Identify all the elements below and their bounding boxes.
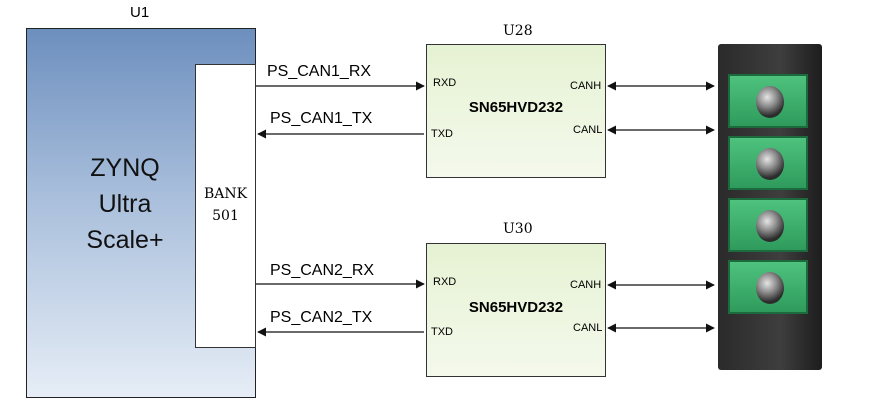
signal-can1-tx-label: PS_CAN1_TX: [270, 110, 373, 127]
u1-ref-label: U1: [130, 4, 150, 21]
terminal-screw-icon: [756, 210, 784, 242]
u28-canh-pin: CANH: [570, 80, 602, 92]
bank-label-line-2: 501: [212, 208, 239, 224]
terminal-screw-icon: [756, 86, 784, 118]
zynq-name-label: ZYNQ Ultra Scale+: [40, 150, 210, 258]
u30-rxd-pin: RXD: [433, 276, 457, 288]
u28-part-number: SN65HVD232: [468, 99, 564, 116]
u28-txd-pin: TXD: [431, 128, 453, 140]
u30-part-number: SN65HVD232: [468, 299, 564, 316]
u28-ref-label: U28: [503, 23, 533, 39]
u28-rxd-pin: RXD: [433, 77, 457, 89]
signal-can2-rx-label: PS_CAN2_RX: [270, 262, 375, 279]
bank-501-box: [195, 64, 256, 348]
bank-label: BANK 501: [195, 183, 256, 227]
u30-canh-pin: CANH: [570, 279, 602, 291]
terminal-screw-icon: [756, 148, 784, 180]
u30-canl-pin: CANL: [573, 322, 603, 334]
zynq-name-line-1: ZYNQ: [90, 154, 160, 182]
signal-can1-rx-label: PS_CAN1_RX: [267, 63, 372, 80]
terminal-screw-icon: [756, 272, 784, 304]
terminal-4: [728, 260, 808, 314]
zynq-name-line-3: Scale+: [86, 226, 164, 254]
u30-ref-label: U30: [503, 221, 533, 237]
u28-canl-pin: CANL: [573, 124, 603, 136]
zynq-name-line-2: Ultra: [98, 190, 152, 218]
terminal-3: [728, 198, 808, 252]
signal-can2-tx-label: PS_CAN2_TX: [270, 309, 373, 326]
u30-transceiver-block: [426, 243, 606, 377]
terminal-1: [728, 74, 808, 128]
bank-label-line-1: BANK: [203, 186, 248, 202]
terminal-2: [728, 136, 808, 190]
can-terminal-connector: [718, 44, 822, 370]
u28-transceiver-block: [426, 44, 606, 178]
u30-txd-pin: TXD: [431, 326, 453, 338]
